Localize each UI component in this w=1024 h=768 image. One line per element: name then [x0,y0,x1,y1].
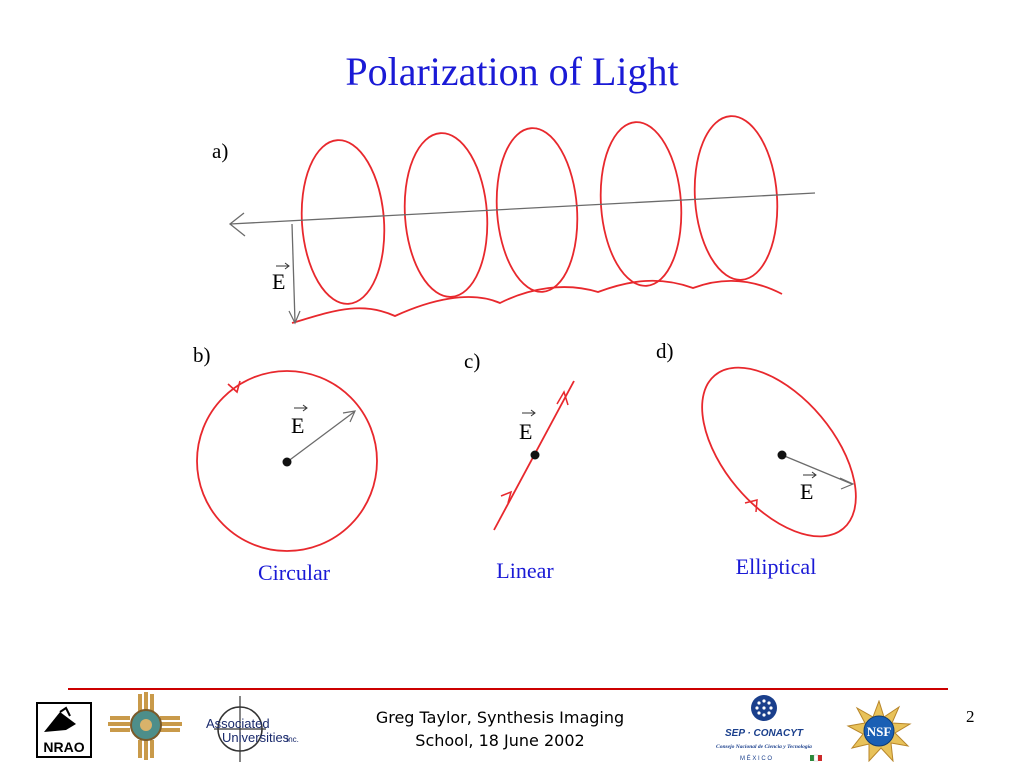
vector-arrow-icon [803,471,817,479]
caption-elliptical: Elliptical [736,554,817,579]
caption-linear: Linear [496,558,554,583]
e-vector-a [291,223,296,323]
linear-arrow-down-icon [500,490,513,504]
origin-dot-b [282,457,292,467]
e-vector-b-arrow-icon [342,410,357,423]
footer-line-2: School, 18 June 2002 [415,731,585,750]
helix-loop [495,127,579,293]
elliptical-direction-arrow-icon [744,499,758,513]
panel-label-b: b) [193,343,211,367]
vector-arrow-icon [276,262,290,270]
e-vector-a-arrow-icon [288,310,301,325]
helix-loop [300,139,386,305]
e-label-b: E [291,413,304,438]
elliptical-path [701,366,857,538]
associated-logo-line-1: Associated [206,716,270,731]
zia-emblem-icon [108,692,182,760]
origin-dot-d [777,450,787,460]
conacyt-logo-main-text: SEP · CONACYT [725,728,804,739]
caption-circular: Circular [258,560,331,585]
helix-loop [599,121,683,287]
associated-logo-suffix: Inc. [286,735,299,744]
e-vector-b [286,411,355,463]
e-label-c: E [519,419,532,444]
origin-dot-c [530,450,540,460]
nsf-logo-text: NSF [867,724,892,739]
panel-label-d: d) [656,339,674,363]
circular-direction-arrow-icon [227,380,241,394]
vector-arrow-icon [294,404,308,412]
propagation-arrow-icon [228,212,246,237]
footer-line-1: Greg Taylor, Synthesis Imaging [375,708,625,727]
helix-loop [403,132,489,298]
helix-loop [693,115,779,281]
conacyt-logo-country-text: M É X I C O [740,755,772,762]
page-number: 2 [966,707,975,726]
linear-arrow-up-icon [556,390,569,406]
conacyt-logo-sub-text: Consejo Nacional de Ciencia y Tecnología [716,744,812,750]
sep-conacyt-logo-icon: SEP · CONACYT Consejo Nacional de Cienci… [716,695,822,762]
helix-wave [291,115,783,324]
circular-path [196,370,378,552]
e-label-d: E [800,479,813,504]
associated-logo-line-2: Universities [222,730,290,745]
e-vector-d [781,454,853,485]
footer-rule [68,688,948,690]
nrao-logo-text: NRAO [43,739,84,755]
associated-universities-logo-icon: Associated Universities Inc. [206,696,299,762]
e-vector-d-arrow-icon [839,477,855,490]
propagation-axis [229,192,816,225]
nrao-logo-icon: NRAO [36,702,92,758]
panel-label-c: c) [464,349,480,373]
panel-label-a: a) [212,139,228,163]
helix-bottom [291,279,783,324]
e-label-a: E [272,269,285,294]
nsf-logo-icon: NSF [846,700,912,762]
footer-credit: Greg Taylor, Synthesis Imaging School, 1… [340,706,660,752]
slide-title: Polarization of Light [345,49,679,94]
vector-arrow-icon [522,409,536,417]
